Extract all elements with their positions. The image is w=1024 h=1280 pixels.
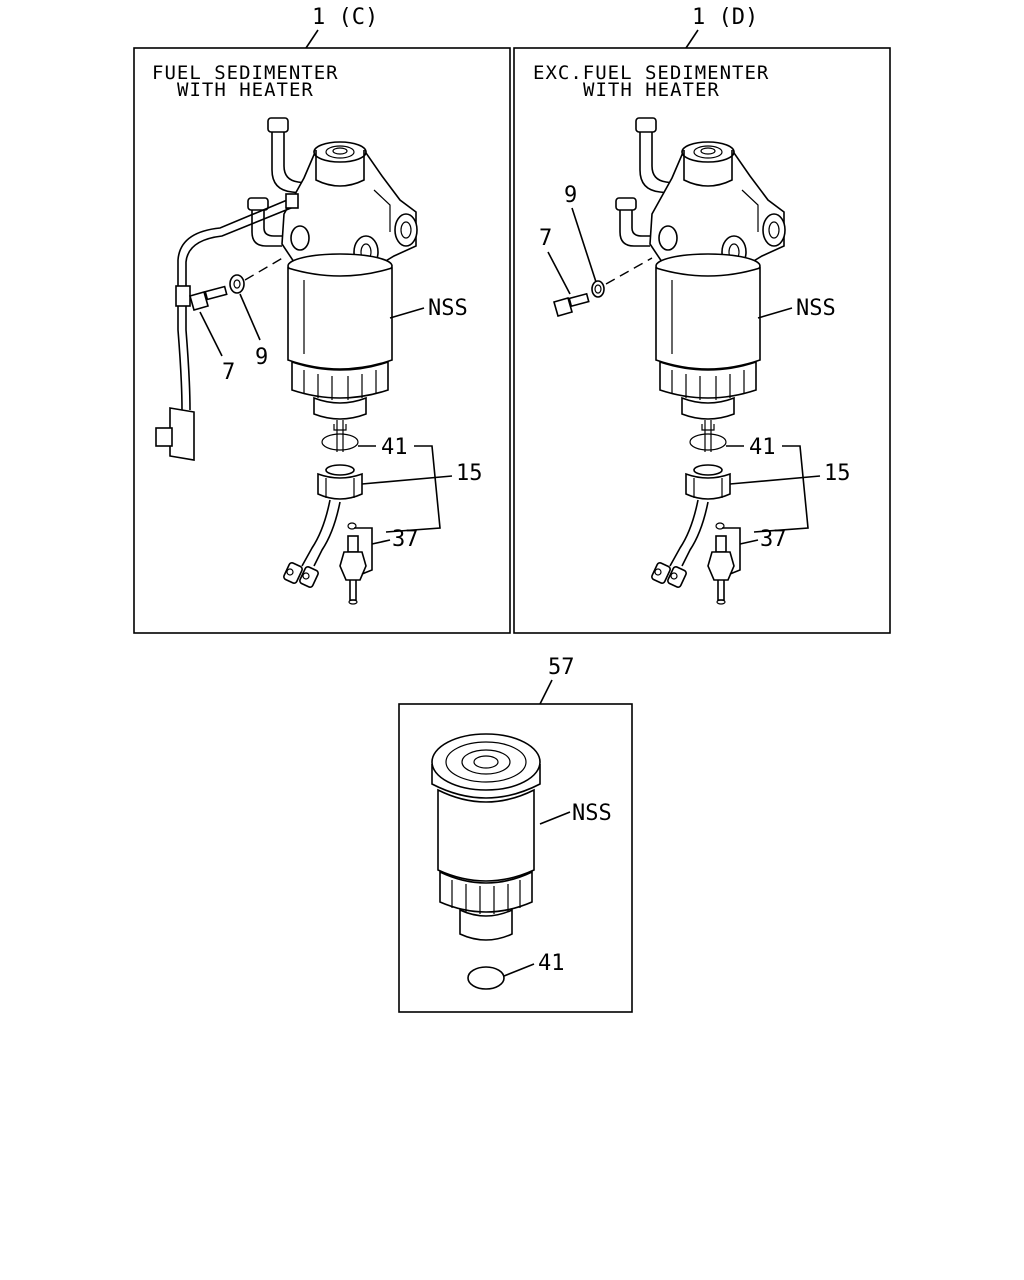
panel-d-label-41: 41 xyxy=(749,435,776,460)
panel-without-heater: EXC.FUEL SEDIMENTER WITH HEATER NSS 7 9 … xyxy=(513,47,891,634)
callout-assy-d: 1 (D) xyxy=(692,5,758,30)
panel-c-label-41: 41 xyxy=(381,435,408,460)
sedimenter-without-heater-drawing xyxy=(553,117,786,605)
panel-d-label-15: 15 xyxy=(824,461,851,486)
panel-element-label-41: 41 xyxy=(538,951,565,976)
washer-9-drawing xyxy=(591,280,605,298)
panel-filter-element: NSS 41 xyxy=(398,703,633,1013)
panel-d-label-nss: NSS xyxy=(796,296,836,321)
panel-d-title-line2: WITH HEATER xyxy=(583,79,720,101)
bolt-7-drawing xyxy=(553,292,590,317)
panel-with-heater: FUEL SEDIMENTER WITH HEATER NSS 7 9 xyxy=(133,47,511,634)
panel-c-title-line2: WITH HEATER xyxy=(177,79,314,101)
panel-d-title-line1: EXC.FUEL SEDIMENTER xyxy=(533,62,769,84)
sedimenter-with-heater-drawing xyxy=(155,117,418,605)
panel-c-label-37: 37 xyxy=(392,527,419,552)
panel-c-title-line1: FUEL SEDIMENTER xyxy=(152,62,339,84)
bolt-7-drawing xyxy=(189,285,228,311)
panel-d-label-37: 37 xyxy=(760,527,787,552)
panel-c-label-15: 15 xyxy=(456,461,483,486)
washer-9-drawing xyxy=(229,274,245,294)
panel-d-label-7: 7 xyxy=(539,226,552,251)
panel-c-label-nss: NSS xyxy=(428,296,468,321)
panel-c-label-9: 9 xyxy=(255,345,268,370)
panel-c-label-7: 7 xyxy=(222,360,235,385)
o-ring-41-drawing xyxy=(467,966,505,990)
callout-element: 57 xyxy=(548,655,575,680)
filter-element-drawing xyxy=(431,733,541,941)
panel-element-label-nss: NSS xyxy=(572,801,612,826)
panel-d-label-9: 9 xyxy=(564,183,577,208)
callout-assy-c: 1 (C) xyxy=(312,5,378,30)
